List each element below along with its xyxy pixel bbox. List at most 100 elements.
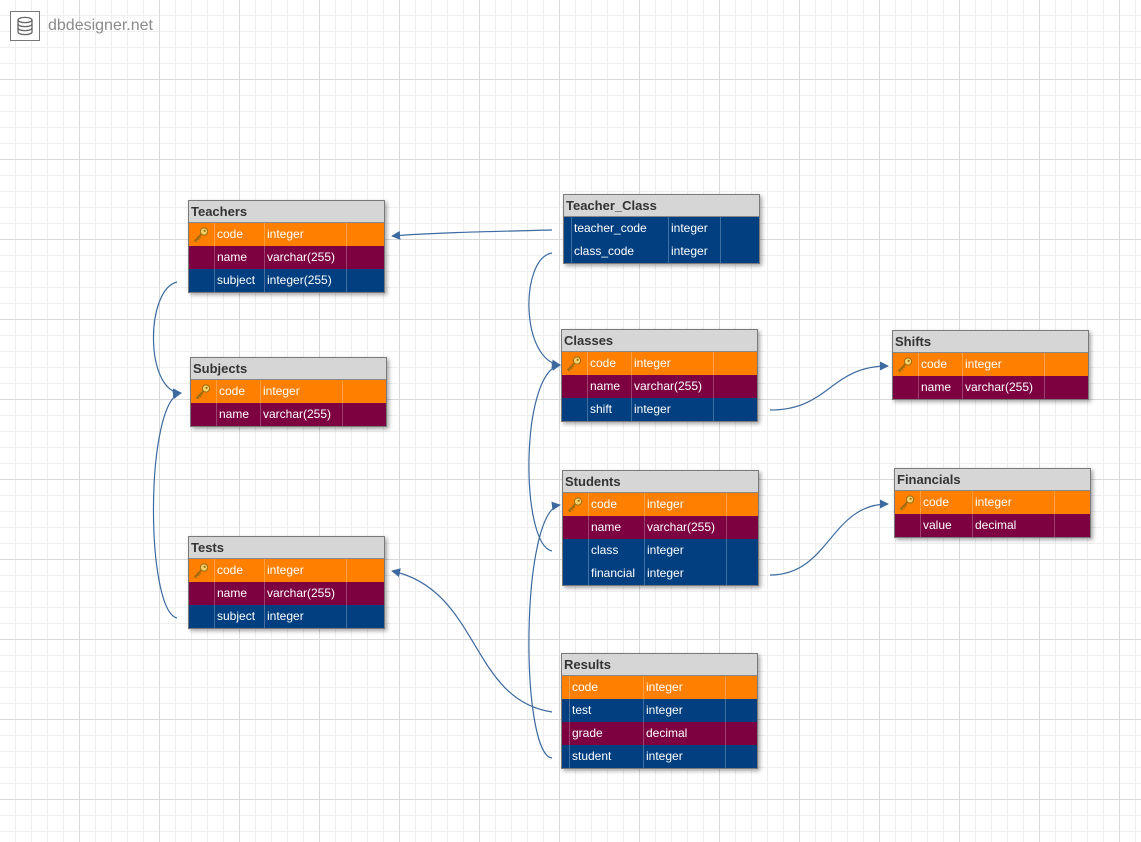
table-title[interactable]: Students (563, 471, 758, 493)
link-tests-to-subjects (152, 390, 182, 619)
brand-logo[interactable]: dbdesigner.net (10, 10, 153, 42)
row-filler (347, 269, 384, 292)
row-filler (1045, 353, 1088, 376)
column-type: integer (645, 539, 727, 562)
primary-key-icon (567, 497, 583, 520)
key-cell (189, 223, 215, 246)
primary-key-icon (193, 563, 209, 586)
row-filler (726, 699, 757, 722)
link-students-to-financials (769, 499, 889, 576)
column-type: integer (973, 491, 1055, 514)
column-name: name (919, 376, 963, 399)
column-name: code (217, 380, 261, 403)
column-type: integer (645, 493, 727, 516)
column-name: code (215, 559, 265, 582)
table-title[interactable]: Subjects (191, 358, 386, 380)
column-name: class (589, 539, 645, 562)
key-cell (563, 539, 589, 562)
row-filler (347, 582, 384, 605)
key-cell (562, 676, 570, 699)
column-type: varchar(255) (261, 403, 343, 426)
key-cell (562, 375, 588, 398)
link-students-to-classes (528, 362, 561, 552)
table-title[interactable]: Tests (189, 537, 384, 559)
column-name: subject (215, 269, 265, 292)
column-type: integer (644, 699, 726, 722)
table-title[interactable]: Classes (562, 330, 757, 352)
key-cell (562, 352, 588, 375)
key-cell (189, 559, 215, 582)
link-classes-to-shifts (769, 361, 889, 411)
table-title[interactable]: Teacher_Class (564, 195, 759, 217)
row-filler (347, 559, 384, 582)
column-name: financial (589, 562, 645, 585)
column-type: decimal (973, 514, 1055, 537)
key-cell (563, 493, 589, 516)
key-cell (893, 376, 919, 399)
row-filler (714, 375, 757, 398)
key-cell (564, 240, 572, 263)
column-name: code (921, 491, 973, 514)
column-name: code (215, 223, 265, 246)
column-type: integer (669, 240, 721, 263)
row-filler (721, 240, 759, 263)
row-filler (347, 605, 384, 628)
key-cell (189, 269, 215, 292)
key-cell (189, 605, 215, 628)
table-title[interactable]: Results (562, 654, 757, 676)
column-type: varchar(255) (963, 376, 1045, 399)
column-name: subject (215, 605, 265, 628)
row-filler (726, 722, 757, 745)
column-type: integer (644, 676, 726, 699)
primary-key-icon (897, 357, 913, 380)
link-results-to-students (528, 501, 561, 759)
table-title[interactable]: Shifts (893, 331, 1088, 353)
key-cell (189, 246, 215, 269)
row-filler (1045, 376, 1088, 399)
row-filler (714, 398, 757, 421)
key-cell (895, 514, 921, 537)
column-type: varchar(255) (265, 246, 347, 269)
table-title[interactable]: Teachers (189, 201, 384, 223)
row-filler (727, 493, 758, 516)
row-filler (1055, 491, 1090, 514)
table-title[interactable]: Financials (895, 469, 1090, 491)
key-cell (563, 516, 589, 539)
key-cell (562, 398, 588, 421)
